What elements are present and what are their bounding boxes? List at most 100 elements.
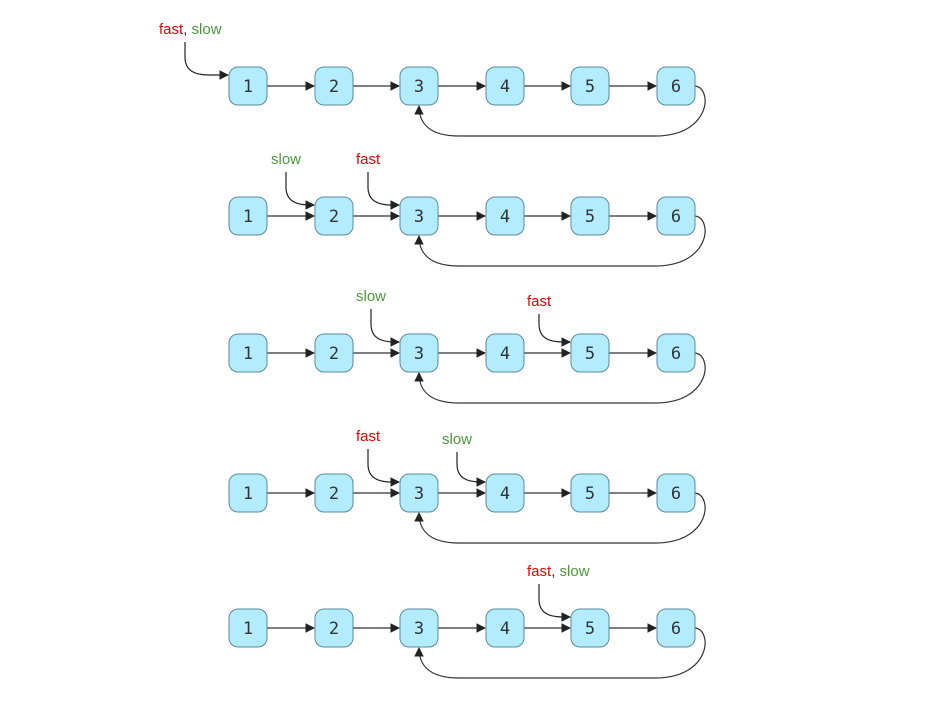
- pointer-arrow: [285, 172, 315, 210]
- pointer-group: fast, slow: [159, 21, 229, 80]
- slow-pointer-label: slow: [271, 151, 301, 168]
- pointer-group: fast: [356, 428, 400, 487]
- node-box: [399, 66, 439, 106]
- node-box: [314, 196, 354, 236]
- pointer-arrow: [456, 452, 486, 487]
- node-box: [570, 608, 610, 648]
- pointer-group: slow: [356, 288, 400, 347]
- node-label: 1: [243, 344, 253, 364]
- node-box: [399, 196, 439, 236]
- node-box: [570, 66, 610, 106]
- node-box: [399, 608, 439, 648]
- list-node: 1: [228, 608, 268, 648]
- list-node: 5: [570, 608, 610, 648]
- pointer-label: slow: [442, 431, 472, 448]
- node-box: [656, 473, 696, 513]
- node-box: [485, 333, 525, 373]
- list-node: 4: [485, 66, 525, 106]
- node-box: [485, 608, 525, 648]
- list-node: 4: [485, 608, 525, 648]
- node-label: 6: [671, 484, 681, 504]
- list-node: 5: [570, 473, 610, 513]
- node-label: 4: [500, 484, 510, 504]
- node-label: 2: [329, 77, 339, 97]
- node-box: [399, 473, 439, 513]
- pointer-label: fast: [527, 293, 552, 310]
- node-box: [228, 66, 268, 106]
- list-row-step-2: 1 2 3 4 5 6 slow fast: [228, 151, 706, 267]
- cycle-back-arrow: [414, 627, 706, 679]
- list-node: 5: [570, 66, 610, 106]
- node-label: 3: [414, 484, 424, 504]
- cycle-back-arrow: [414, 215, 706, 267]
- list-node: 2: [314, 196, 354, 236]
- pointer-arrow: [370, 309, 400, 347]
- node-box: [228, 333, 268, 373]
- pointer-label: fast, slow: [159, 21, 222, 38]
- node-label: 6: [671, 77, 681, 97]
- list-node: 1: [228, 473, 268, 513]
- list-row-step-5: 1 2 3 4 5 6 fast, slow: [228, 563, 706, 679]
- node-label: 3: [414, 344, 424, 364]
- node-label: 1: [243, 207, 253, 227]
- node-box: [485, 473, 525, 513]
- list-node: 4: [485, 196, 525, 236]
- node-box: [228, 608, 268, 648]
- node-label: 4: [500, 77, 510, 97]
- list-node: 2: [314, 473, 354, 513]
- node-label: 4: [500, 619, 510, 639]
- node-label: 5: [585, 77, 595, 97]
- node-label: 1: [243, 484, 253, 504]
- node-label: 3: [414, 207, 424, 227]
- node-box: [399, 333, 439, 373]
- pointer-group: fast, slow: [527, 563, 590, 622]
- slow-pointer-label: slow: [560, 563, 590, 580]
- node-label: 6: [671, 207, 681, 227]
- node-box: [314, 333, 354, 373]
- node-label: 5: [585, 344, 595, 364]
- node-label: 5: [585, 207, 595, 227]
- pointer-label: slow: [271, 151, 301, 168]
- node-box: [656, 196, 696, 236]
- pointer-group: fast: [356, 151, 400, 210]
- list-row-step-4: 1 2 3 4 5 6 fast slow: [228, 428, 706, 544]
- list-node: 3: [399, 66, 439, 106]
- pointer-label: slow: [356, 288, 386, 305]
- slow-pointer-label: slow: [192, 21, 222, 38]
- node-box: [570, 473, 610, 513]
- node-label: 4: [500, 344, 510, 364]
- node-box: [570, 333, 610, 373]
- cycle-back-arrow: [414, 352, 706, 404]
- list-row-step-1: 1 2 3 4 5 6 fast, slow: [159, 21, 706, 137]
- fast-pointer-label: fast: [159, 21, 184, 38]
- node-box: [228, 196, 268, 236]
- pointer-separator: ,: [551, 563, 559, 580]
- node-box: [656, 66, 696, 106]
- list-node: 5: [570, 333, 610, 373]
- list-node: 6: [656, 333, 696, 373]
- list-node: 3: [399, 473, 439, 513]
- list-node: 2: [314, 66, 354, 106]
- pointer-arrow: [367, 449, 400, 487]
- list-node: 1: [228, 66, 268, 106]
- list-node: 3: [399, 608, 439, 648]
- node-box: [314, 66, 354, 106]
- fast-pointer-label: fast: [356, 151, 381, 168]
- node-box: [656, 333, 696, 373]
- node-label: 1: [243, 77, 253, 97]
- pointer-label: fast, slow: [527, 563, 590, 580]
- list-node: 2: [314, 608, 354, 648]
- pointer-label: fast: [356, 428, 381, 445]
- cycle-back-arrow: [414, 492, 706, 544]
- node-box: [485, 196, 525, 236]
- list-node: 6: [656, 66, 696, 106]
- node-label: 6: [671, 619, 681, 639]
- node-label: 6: [671, 344, 681, 364]
- node-label: 3: [414, 77, 424, 97]
- list-node: 3: [399, 196, 439, 236]
- node-box: [314, 473, 354, 513]
- node-label: 4: [500, 207, 510, 227]
- node-box: [228, 473, 268, 513]
